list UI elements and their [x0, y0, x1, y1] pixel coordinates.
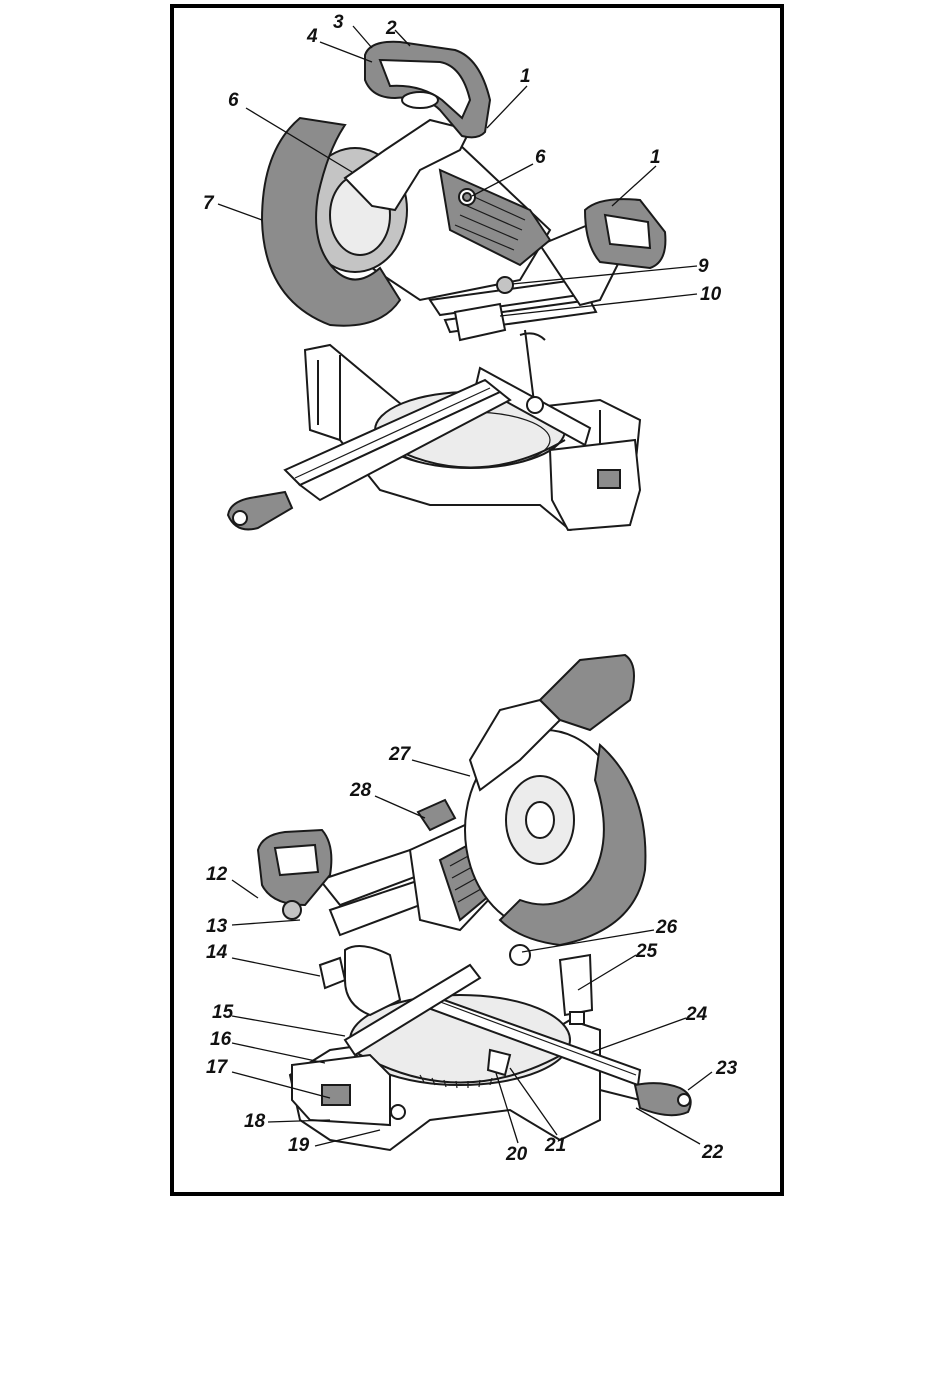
callout-label: 24	[685, 1004, 708, 1025]
callout-label: 4	[306, 26, 318, 47]
callout-label: 10	[700, 284, 722, 305]
callout-label: 6	[228, 90, 239, 111]
top-saw-illustration	[228, 42, 665, 530]
callout-label: 20	[505, 1144, 528, 1165]
callout-label: 1	[520, 66, 531, 87]
callout-label: 17	[206, 1057, 229, 1078]
callout-label: 23	[715, 1058, 738, 1079]
callout-label: 7	[203, 193, 215, 214]
callout-label: 9	[698, 256, 709, 277]
callout-label: 6	[535, 147, 546, 168]
callout-label: 25	[635, 941, 658, 962]
callout-label: 13	[206, 916, 228, 937]
bottom-saw-illustration	[258, 655, 691, 1150]
callout-label: 28	[349, 780, 372, 801]
callout-label: 27	[388, 744, 412, 765]
callout-label: 22	[701, 1142, 724, 1163]
callout-label: 3	[333, 12, 344, 33]
callout-label: 15	[212, 1002, 234, 1023]
callout-label: 14	[206, 942, 228, 963]
callout-label: 1	[650, 147, 661, 168]
callout-label: 21	[544, 1135, 566, 1156]
callout-label: 26	[655, 917, 678, 938]
callout-label: 16	[210, 1029, 232, 1050]
callout-label: 2	[385, 18, 397, 39]
callout-label: 19	[288, 1135, 310, 1156]
callout-label: 18	[244, 1111, 266, 1132]
callout-label: 12	[206, 864, 228, 885]
